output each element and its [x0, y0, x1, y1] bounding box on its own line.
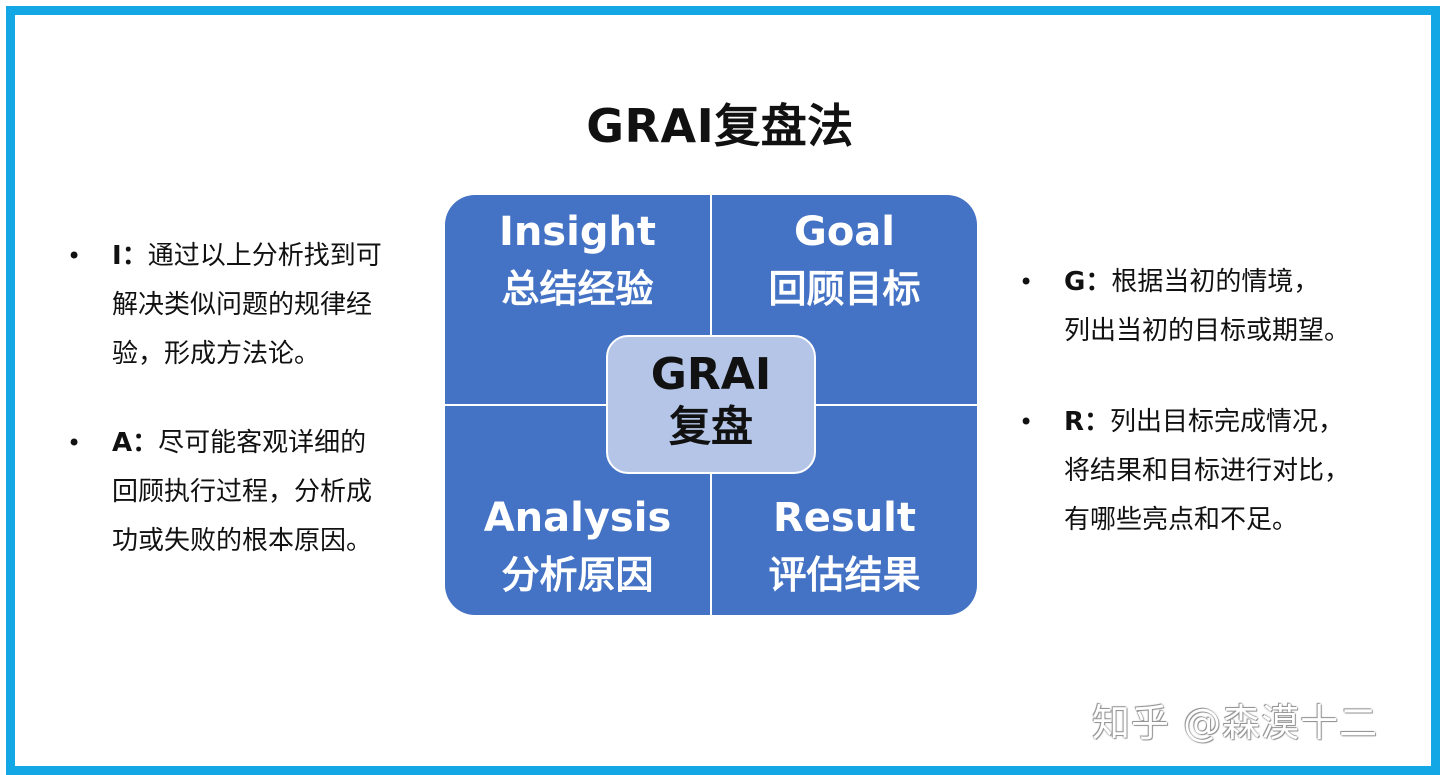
bullet-text: 尽可能客观详细的 [158, 428, 367, 458]
bullet-analysis: • A：尽可能客观详细的 回顾执行过程，分析成 功或失败的根本原因。 [67, 419, 382, 566]
bullet-key: G [1064, 267, 1086, 297]
bullet-line: I：通过以上分析找到可 [112, 232, 382, 281]
zhihu-watermark: 知乎 @森漠十二 [1092, 701, 1379, 745]
bullet-line: R：列出目标完成情况， [1064, 398, 1350, 447]
quadrant-title: Analysis [483, 495, 672, 541]
bullet-line: 验，形成方法论。 [112, 339, 321, 369]
bullet-goal: • G：根据当初的情境， 列出当初的目标或期望。 [1019, 258, 1350, 356]
bullet-dot-icon: • [67, 429, 82, 457]
bullet-line: 将结果和目标进行对比， [1064, 456, 1351, 486]
bullet-line: 有哪些亮点和不足。 [1064, 505, 1299, 535]
center-title: GRAI [650, 349, 772, 400]
grai-matrix: Insight 总结经验 Goal 回顾目标 Analysis 分析原因 Res… [445, 195, 977, 615]
bullet-separator: ： [1084, 407, 1111, 437]
bullet-line: G：根据当初的情境， [1064, 258, 1350, 307]
bullet-line: 功或失败的根本原因。 [112, 526, 373, 556]
bullet-dot-icon: • [1019, 408, 1034, 436]
bullet-separator: ： [1085, 267, 1112, 297]
bullet-text: 通过以上分析找到可 [147, 241, 382, 271]
bullet-text: 根据当初的情境， [1111, 267, 1320, 297]
quadrant-subtitle: 分析原因 [501, 553, 654, 597]
quadrant-title: Insight [498, 209, 657, 255]
bullet-dot-icon: • [1019, 268, 1034, 296]
bullet-line: 回顾执行过程，分析成 [112, 477, 373, 507]
quadrant-subtitle: 总结经验 [501, 267, 654, 311]
center-subtitle: 复盘 [668, 402, 753, 451]
quadrant-subtitle: 回顾目标 [768, 267, 921, 311]
bullet-key: A [112, 428, 133, 458]
bullet-dot-icon: • [67, 242, 82, 270]
left-bullet-list: • I：通过以上分析找到可 解决类似问题的规律经 验，形成方法论。 • A：尽可… [67, 232, 382, 606]
slide-title: GRAI复盘法 [586, 99, 854, 153]
bullet-line: A：尽可能客观详细的 [112, 419, 382, 468]
quadrant-insight: Insight 总结经验 [445, 195, 710, 404]
bullet-key: R [1064, 407, 1085, 437]
bullet-separator: ： [132, 428, 159, 458]
bullet-key: I [112, 241, 122, 271]
bullet-insight: • I：通过以上分析找到可 解决类似问题的规律经 验，形成方法论。 [67, 232, 382, 379]
right-bullet-list: • G：根据当初的情境， 列出当初的目标或期望。 • R：列出目标完成情况， 将… [1019, 258, 1350, 587]
bullet-result: • R：列出目标完成情况， 将结果和目标进行对比， 有哪些亮点和不足。 [1019, 398, 1350, 545]
bullet-line: 解决类似问题的规律经 [112, 290, 373, 320]
center-label: GRAI 复盘 [606, 335, 816, 474]
quadrant-title: Result [772, 495, 917, 541]
quadrant-subtitle: 评估结果 [768, 553, 921, 597]
quadrant-title: Goal [793, 209, 895, 255]
bullet-separator: ： [121, 241, 148, 271]
bullet-line: 列出当初的目标或期望。 [1064, 316, 1351, 346]
bullet-text: 列出目标完成情况， [1110, 407, 1345, 437]
quadrant-goal: Goal 回顾目标 [712, 195, 977, 404]
